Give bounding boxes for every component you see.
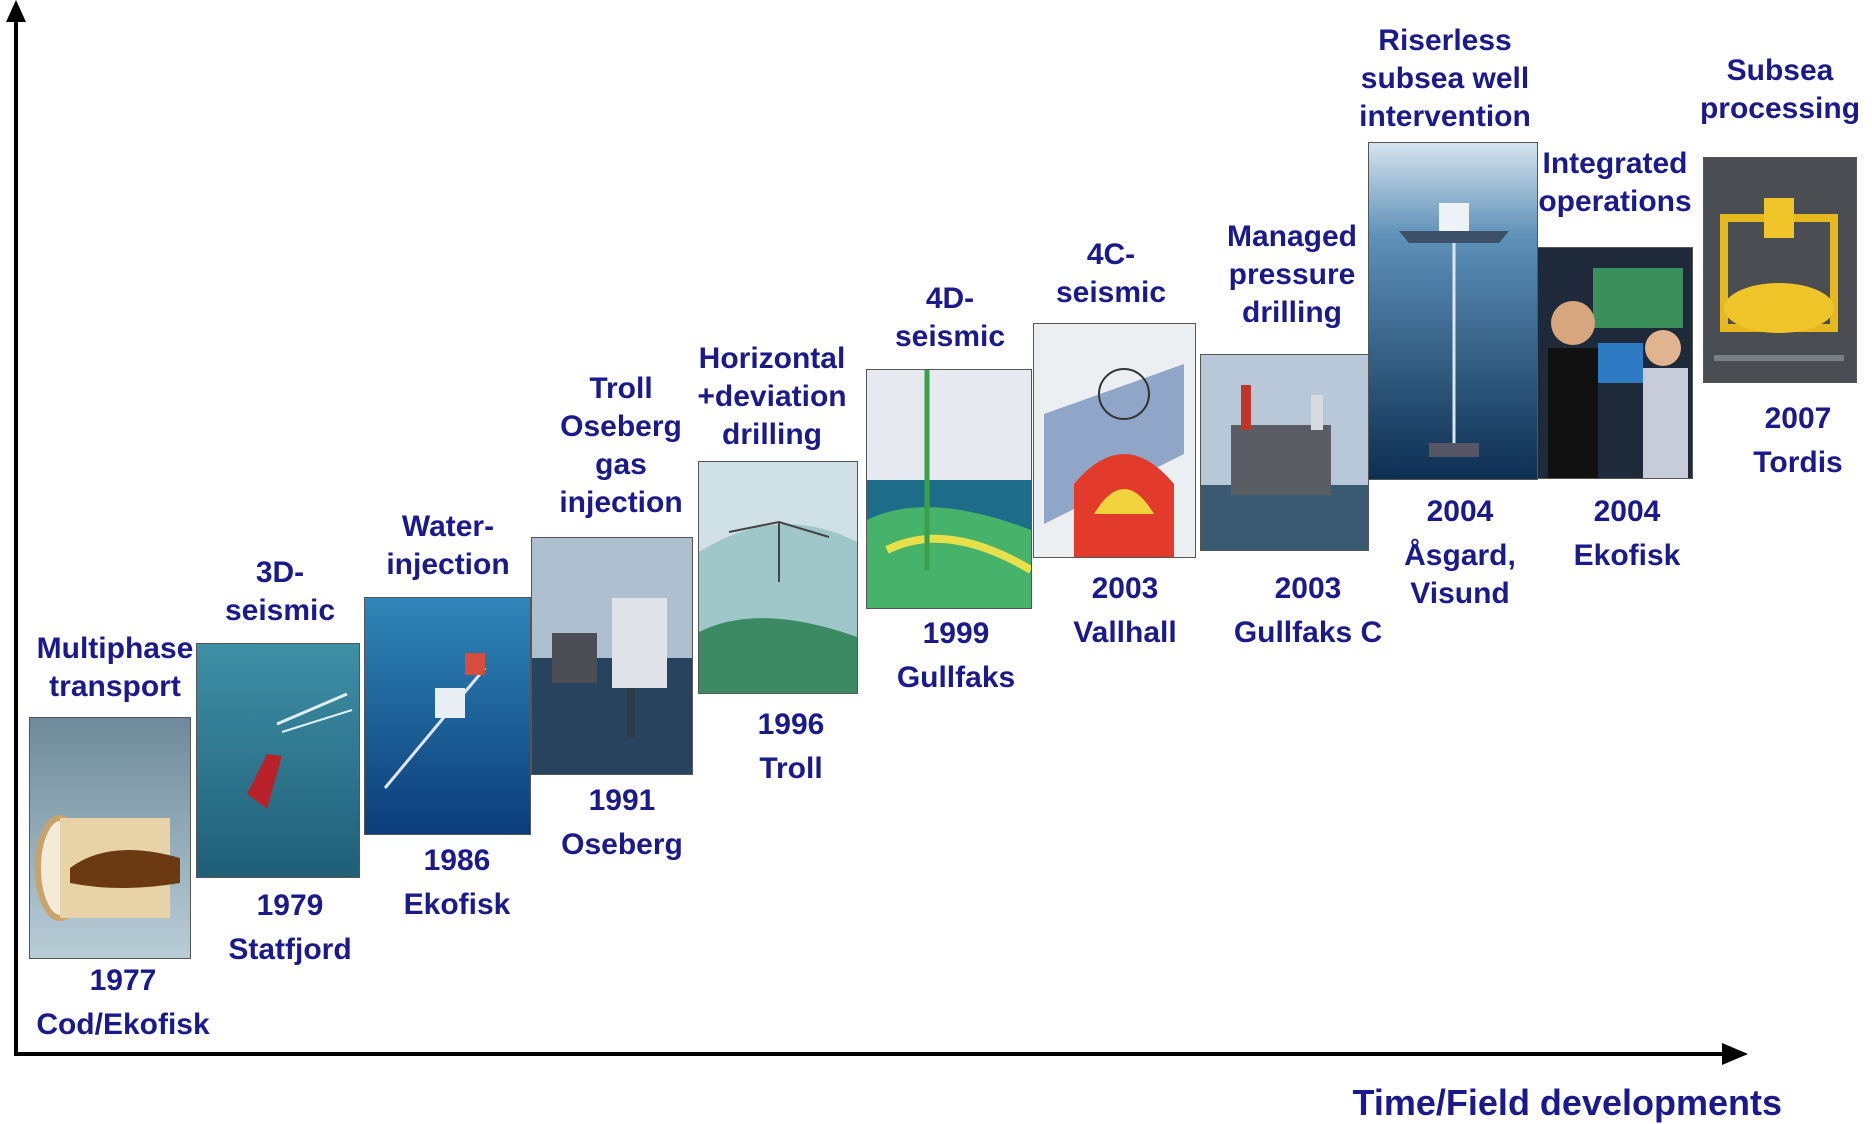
milestone-year: 2004 — [1426, 495, 1494, 528]
milestone-year: 1986 — [423, 844, 491, 877]
subsea-module-image — [1703, 157, 1857, 383]
operations-center-image — [1537, 247, 1693, 479]
4d-seismic-image — [866, 369, 1032, 609]
milestone-year: 1979 — [256, 889, 324, 922]
milestone-field: Tordis — [1753, 446, 1843, 479]
milestone-field: Troll — [759, 752, 823, 785]
milestone-year: 2003 — [1274, 572, 1342, 605]
milestone-tech-label: Horizontal +deviation drilling — [697, 342, 847, 451]
milestone-field: Ekofisk — [403, 888, 511, 921]
gullfaks-c-platform-image — [1200, 354, 1369, 551]
milestone-tech-label: 4C- seismic — [1055, 238, 1167, 309]
x-axis-line — [14, 1052, 1726, 1056]
milestone-tech-label: Troll Oseberg gas injection — [559, 372, 683, 519]
ekofisk-complex-image — [364, 597, 531, 835]
milestone-year: 1999 — [922, 617, 990, 650]
pipe-flow-image — [29, 717, 191, 959]
milestone-tech-label: Water- injection — [386, 510, 510, 581]
milestone-year: 2007 — [1764, 402, 1832, 435]
x-axis-arrowhead — [1722, 1043, 1748, 1065]
milestone-tech-label: Riserless subsea well intervention — [1359, 24, 1531, 133]
milestone-tech-label: Multiphase transport — [36, 632, 194, 703]
milestone-field: Gullfaks C — [1233, 616, 1383, 649]
milestone-tech-label: Subsea processing — [1699, 54, 1861, 125]
y-axis-arrowhead — [6, 0, 26, 22]
milestone-field: Vallhall — [1073, 616, 1177, 649]
milestone-field: Ekofisk — [1573, 539, 1681, 572]
horizontal-wells-image — [698, 461, 858, 694]
4c-seismic-image — [1033, 323, 1196, 558]
milestone-tech-label: 4D- seismic — [894, 282, 1006, 353]
milestone-field: Cod/Ekofisk — [36, 1008, 210, 1041]
milestone-field: Statfjord — [228, 933, 352, 966]
x-axis-label: Time/Field developments — [1352, 1082, 1782, 1123]
oseberg-platform-image — [531, 537, 693, 775]
milestone-tech-label: Integrated operations — [1538, 147, 1692, 218]
milestone-year: 1991 — [588, 784, 656, 817]
milestone-year: 1977 — [89, 964, 157, 997]
milestone-year: 1996 — [757, 708, 825, 741]
milestone-year: 2003 — [1091, 572, 1159, 605]
milestone-tech-label: 3D- seismic — [224, 556, 336, 627]
milestone-year: 2004 — [1593, 495, 1661, 528]
intervention-vessel-image — [1368, 142, 1538, 480]
milestone-field: Åsgard, Visund — [1404, 539, 1516, 610]
milestone-field: Gullfaks — [896, 661, 1016, 694]
milestone-field: Oseberg — [561, 828, 683, 861]
y-axis-line — [14, 14, 18, 1054]
milestone-tech-label: Managed pressure drilling — [1226, 220, 1358, 329]
seismic-vessel-image — [196, 643, 360, 878]
